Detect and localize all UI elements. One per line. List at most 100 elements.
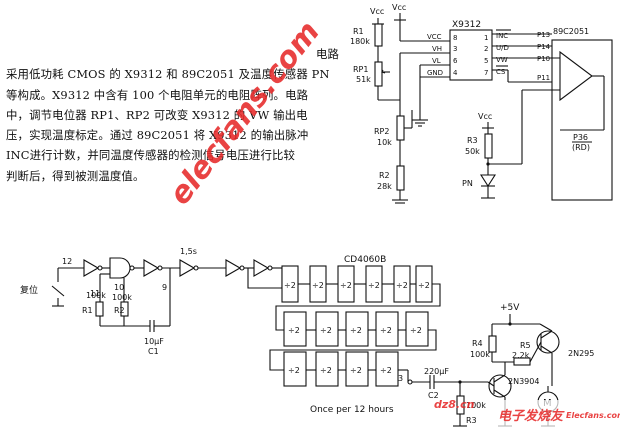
- divider-row-1: ÷2 ÷2 ÷2 ÷2 ÷2 ÷2: [275, 265, 441, 331]
- x9312-pin-vh: VH: [432, 45, 442, 53]
- r4-value: 100k: [470, 350, 490, 359]
- pn-diode: [479, 174, 497, 188]
- watermark-logo: 电子发烧友 Elecfans.com: [496, 400, 620, 430]
- r1-value: 180k: [350, 37, 370, 46]
- inverter-gate: [179, 259, 196, 277]
- lower-schematic: 复位 12 11 1,5s 100k: [20, 247, 594, 427]
- pin-label: 1,5s: [180, 247, 197, 256]
- divider-label: ÷2: [320, 366, 332, 375]
- counter-label: CD4060B: [344, 255, 386, 265]
- transistor-npn: [536, 330, 560, 354]
- inverter-gate: [253, 259, 270, 277]
- output-pin-label: 3: [398, 374, 403, 383]
- x9312-pin-vw: VW: [496, 56, 508, 64]
- r3-resistor: [484, 133, 493, 159]
- divider-label: ÷2: [312, 281, 324, 290]
- r1-label: R1: [353, 27, 364, 36]
- x9312-pin-vcc: VCC: [427, 33, 442, 41]
- description-text: 电路 采用低功耗 CMOS 的 X9312 和 89C2051 及温度传感器 P…: [6, 44, 366, 186]
- divider-label: ÷2: [418, 281, 430, 290]
- divider-label: ÷2: [340, 281, 352, 290]
- port-label: P10: [537, 55, 550, 63]
- reset-label: 复位: [20, 284, 38, 296]
- pn-label: PN: [462, 179, 473, 188]
- divider-label: ÷2: [288, 366, 300, 375]
- nand-gate: [109, 257, 131, 279]
- vcc-label: Vcc: [370, 7, 384, 16]
- description-line: 判断后，得到被测温度值。: [6, 168, 145, 183]
- description-line: 压，实现温度标定。通过 89C2051 将 X9312 的输出脉冲: [6, 128, 309, 143]
- logo-chinese: 电子发烧友: [498, 408, 565, 424]
- description-line: INC进行计数，并同温度传感器的检测信号电压进行比较: [6, 148, 296, 163]
- c2-value: 220μF: [424, 367, 449, 376]
- rp1-value: 51k: [356, 75, 371, 84]
- description-line: 中，调节电位器 RP1、RP2 可改变 X9312 的 VW 输出电: [6, 107, 308, 122]
- rp1-label: RP1: [353, 65, 368, 74]
- logo-english: Elecfans.com: [566, 411, 620, 420]
- port-label: P11: [537, 74, 550, 82]
- x9312-pin-cs: CS: [496, 68, 506, 76]
- divider-label: ÷2: [350, 366, 362, 375]
- port-label: P13: [537, 31, 550, 39]
- pin-label: 10: [114, 283, 124, 292]
- pin-label: 11: [90, 289, 100, 298]
- description-line: 等构成。X9312 中含有 100 个电阻单元的电阻阵列。电路: [6, 87, 309, 102]
- mcu-label: 89C2051: [553, 27, 589, 36]
- r1-resistor: [95, 301, 104, 317]
- x9312-pin-num: 8: [453, 34, 457, 42]
- rp2-label: RP2: [374, 127, 389, 136]
- rp2-potentiometer: [396, 115, 405, 141]
- watermark-dz8: dz8.cn: [434, 398, 475, 411]
- rd-label: (RD): [572, 143, 590, 152]
- description-line: 电路: [316, 47, 340, 61]
- supply-label: +5V: [500, 303, 520, 313]
- inverter-gate: [225, 259, 242, 277]
- comparator-symbol: [559, 50, 593, 102]
- x9312-pin-num: 5: [484, 57, 488, 65]
- port-label: P14: [537, 43, 551, 51]
- pin-label: 9: [162, 283, 167, 292]
- description-line: 采用低功耗 CMOS 的 X9312 和 89C2051 及温度传感器 PN: [6, 67, 330, 82]
- r3-label: R3: [467, 136, 478, 145]
- divider-label: ÷2: [380, 366, 392, 375]
- r4-resistor: [488, 335, 497, 353]
- r1-value: 100k: [86, 291, 106, 300]
- r4-label: R4: [472, 339, 483, 348]
- x9312-pin-gnd: GND: [427, 69, 443, 77]
- c2-label: C2: [428, 391, 439, 400]
- r2-label: R2: [379, 171, 390, 180]
- c1-value: 10μF: [144, 337, 164, 346]
- inverter-gate: [143, 259, 160, 277]
- divider-label: ÷2: [288, 326, 300, 335]
- p36-label: P36: [573, 133, 588, 142]
- x9312-pin-num: 3: [453, 45, 457, 53]
- x9312-chip: [449, 29, 493, 81]
- r2-label: R2: [114, 306, 125, 315]
- x9312-pin-num: 6: [453, 57, 458, 65]
- x9312-pin-ud: U/D: [496, 44, 509, 52]
- vcc-label: Vcc: [478, 112, 492, 121]
- x9312-label: X9312: [452, 20, 481, 30]
- r2-resistor: [396, 165, 405, 191]
- r3-label: R3: [466, 416, 477, 425]
- watermark-elecfans: elecfans.com: [162, 15, 326, 212]
- r3-value: 50k: [465, 147, 480, 156]
- inverter-gate: [83, 259, 100, 277]
- pin-label: 12: [62, 257, 72, 266]
- divider-label: ÷2: [284, 281, 296, 290]
- r2-value: 28k: [377, 182, 392, 191]
- divider-label: ÷2: [380, 326, 392, 335]
- divider-label: ÷2: [410, 326, 422, 335]
- divider-label: ÷2: [396, 281, 408, 290]
- x9312-pin-vl: VL: [432, 57, 441, 65]
- vcc-label: Vcc: [392, 3, 406, 12]
- x9312-pin-num: 4: [453, 69, 458, 77]
- divider-label: ÷2: [350, 326, 362, 335]
- x9312-pin-num: 2: [484, 45, 488, 53]
- divider-label: ÷2: [320, 326, 332, 335]
- rp2-value: 10k: [377, 138, 392, 147]
- transistor-label: 2N295: [568, 349, 594, 358]
- x9312-pin-num: 1: [484, 34, 488, 42]
- divider-row-2: ÷2 ÷2 ÷2 ÷2 ÷2: [269, 311, 437, 371]
- rp1-potentiometer: [374, 61, 383, 87]
